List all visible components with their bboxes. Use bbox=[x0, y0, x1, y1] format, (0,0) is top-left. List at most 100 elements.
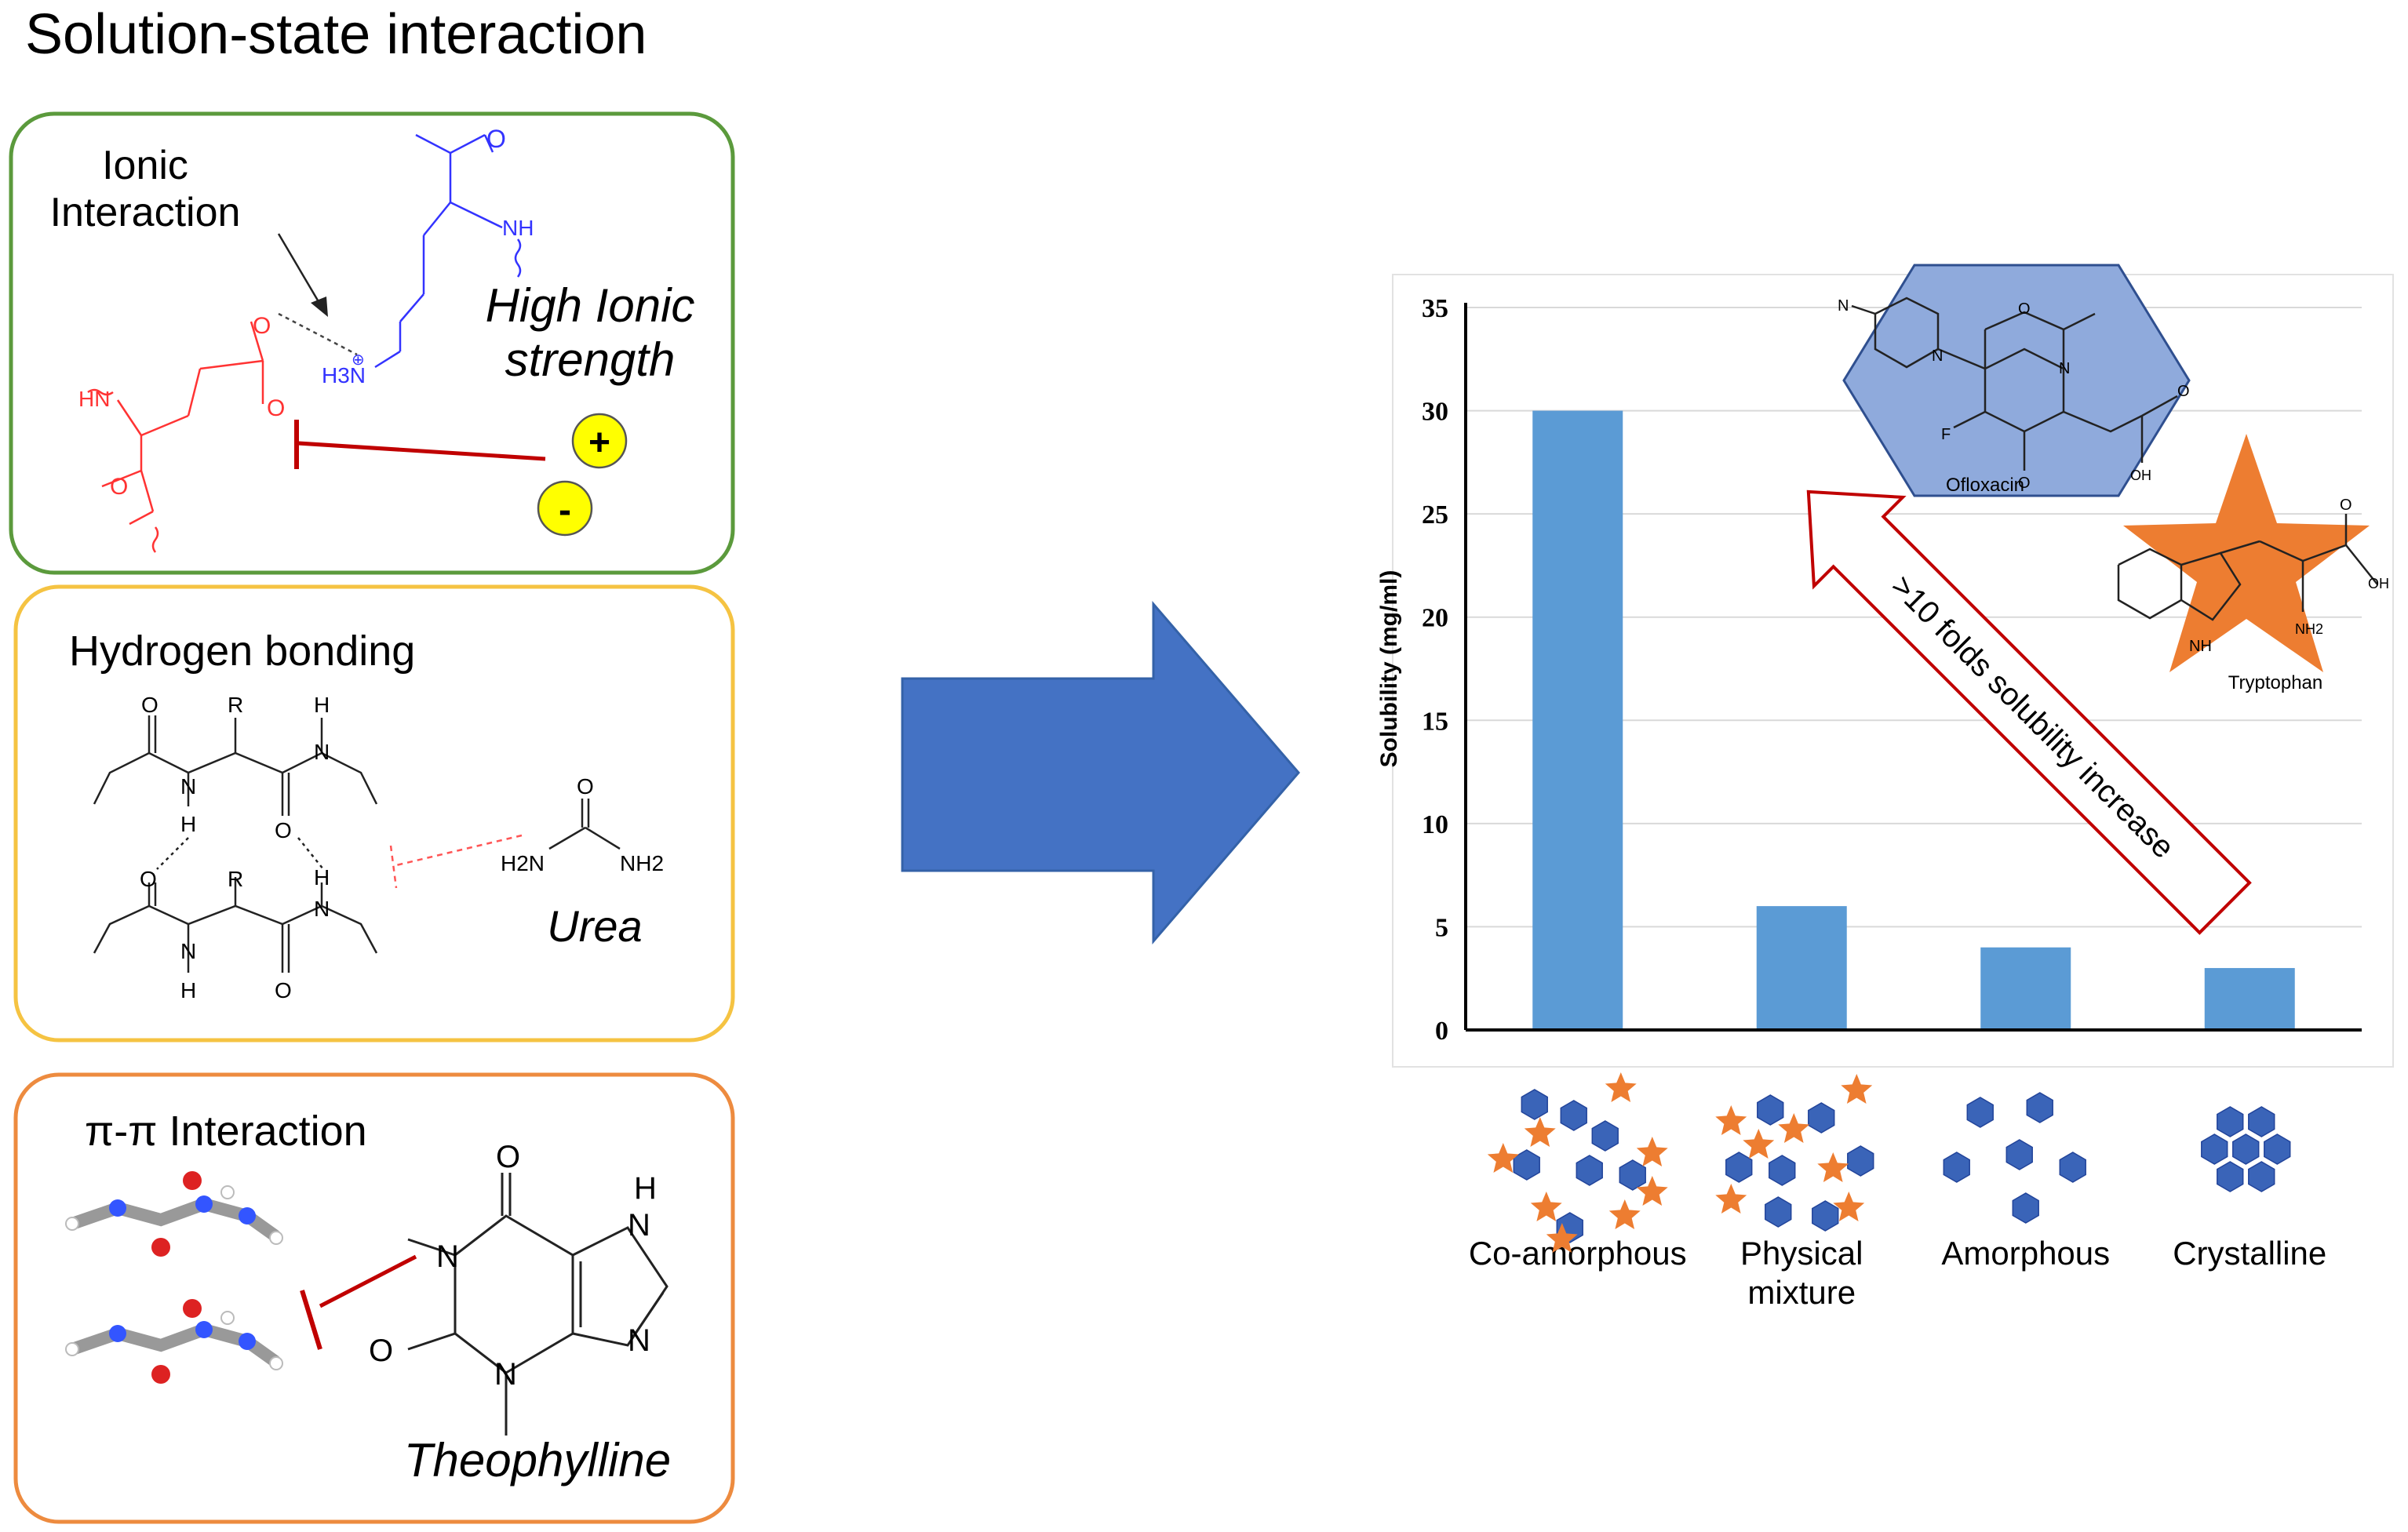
atom-nh-blue: NH bbox=[502, 216, 534, 240]
hbond-dotted-2 bbox=[297, 837, 324, 870]
ofloxacin-hexagon bbox=[1842, 264, 2191, 497]
drug-hexagon-icon bbox=[2005, 1139, 2033, 1170]
ofloxacin-atom-n-3: N bbox=[2059, 360, 2070, 377]
pipi-panel-frame bbox=[13, 1072, 735, 1524]
tryptophan-atom-oh: OH bbox=[2368, 576, 2389, 591]
drug-hexagon-icon bbox=[1812, 1200, 1839, 1232]
pipi-inhibit-bar bbox=[300, 1290, 322, 1350]
chart-frame bbox=[1392, 274, 2394, 1068]
atom-o-red-bottom: O bbox=[110, 474, 128, 500]
coformer-star-icon bbox=[1817, 1152, 1849, 1182]
coformer-star-icon bbox=[1636, 1137, 1668, 1166]
urea-atom-nh2: NH2 bbox=[620, 851, 664, 875]
drug-hexagon-icon bbox=[1619, 1159, 1646, 1191]
coformer-star-icon bbox=[1524, 1117, 1556, 1147]
theophylline-atom-n-right-bottom: N bbox=[628, 1323, 650, 1358]
drug-hexagon-icon bbox=[1943, 1152, 1970, 1183]
positive-ion bbox=[571, 413, 628, 469]
coformer-star-icon bbox=[1487, 1143, 1519, 1173]
y-tick-label: 30 bbox=[1422, 398, 1448, 427]
category-icon-cluster-0 bbox=[1487, 1072, 1668, 1253]
theophylline-atom-o-top: O bbox=[496, 1140, 520, 1174]
atom-nh3-blue: H3N bbox=[322, 363, 366, 388]
coformer-star-icon bbox=[1833, 1192, 1865, 1221]
stacked-molecule-top bbox=[65, 1171, 283, 1257]
coformer-star-icon bbox=[1605, 1072, 1637, 1102]
category-icon-cluster-3 bbox=[2201, 1106, 2291, 1192]
coformer-star-icon bbox=[1636, 1176, 1668, 1206]
drug-hexagon-icon bbox=[1725, 1152, 1753, 1183]
y-tick-label: 0 bbox=[1435, 1017, 1448, 1046]
drug-hexagon-icon bbox=[2012, 1192, 2039, 1224]
atom-h-top-left: H bbox=[180, 812, 196, 836]
coformer-star-icon bbox=[1743, 1129, 1775, 1159]
drug-hexagon-icon bbox=[1757, 1094, 1784, 1126]
solubility-increase-label: >10 folds solubility increase bbox=[1885, 569, 2181, 865]
atom-n-bottom-right: N bbox=[314, 897, 330, 921]
drug-hexagon-icon bbox=[2232, 1134, 2260, 1165]
atom-nh-red: HN bbox=[78, 387, 110, 411]
drug-hexagon-icon bbox=[1560, 1100, 1587, 1131]
hbond-dotted-1 bbox=[156, 837, 189, 870]
drug-hexagon-icon bbox=[1769, 1155, 1796, 1186]
chart-bars bbox=[1532, 410, 2295, 1030]
x-tick-label: Crystalline bbox=[2173, 1235, 2326, 1272]
drug-hexagon-icon bbox=[1591, 1120, 1619, 1152]
drug-hexagon-icon bbox=[2264, 1134, 2291, 1165]
hbond-panel-frame bbox=[13, 584, 735, 1043]
theophylline-atom-n-right-top: N bbox=[628, 1208, 650, 1243]
x-tick-label: Co-amorphous bbox=[1469, 1235, 1687, 1272]
drug-hexagon-icon bbox=[1966, 1097, 1994, 1128]
atom-o-bottom-1: O bbox=[140, 867, 157, 891]
atom-h-bottom-right: H bbox=[314, 865, 330, 890]
category-icon-cluster-1 bbox=[1715, 1074, 1874, 1232]
y-tick-label: 5 bbox=[1435, 913, 1448, 942]
bar-3 bbox=[2204, 968, 2295, 1030]
y-tick-label: 15 bbox=[1422, 707, 1448, 736]
bar-0 bbox=[1532, 410, 1623, 1030]
coformer-star-icon bbox=[1715, 1184, 1747, 1214]
ofloxacin-atom-n-1: N bbox=[1838, 297, 1849, 315]
urea-structure bbox=[548, 799, 621, 850]
peptide-backbone-bottom bbox=[93, 877, 378, 973]
atom-n-top-left: N bbox=[180, 774, 196, 799]
x-tick-label: Amorphous bbox=[1941, 1235, 2110, 1272]
theophylline-atom-h: H bbox=[634, 1171, 657, 1206]
tryptophan-atom-nh2: NH2 bbox=[2295, 621, 2323, 637]
urea-label: Urea bbox=[547, 901, 642, 951]
solubility-increase-arrow-shape bbox=[1806, 489, 2252, 935]
drug-hexagon-icon bbox=[1576, 1155, 1603, 1186]
atom-r-bottom: R bbox=[228, 867, 243, 891]
peptide-backbone-top bbox=[93, 715, 378, 816]
ofloxacin-atom-o-ring: O bbox=[2018, 300, 2031, 318]
pi-pi-interaction-label: π-π Interaction bbox=[85, 1108, 367, 1155]
y-tick-label: 20 bbox=[1422, 604, 1448, 633]
drug-hexagon-icon bbox=[2201, 1134, 2228, 1165]
coformer-star-icon bbox=[1608, 1199, 1641, 1229]
atom-o-top-1: O bbox=[141, 693, 158, 717]
coformer-star-icon bbox=[1715, 1105, 1747, 1135]
ofloxacin-structure: N N O N F O OH O Ofloxacin bbox=[1838, 264, 2191, 497]
drug-hexagon-icon bbox=[2217, 1106, 2244, 1137]
atom-o-bottom-2: O bbox=[275, 978, 292, 1003]
drug-hexagon-icon bbox=[1765, 1196, 1792, 1228]
ionic-inhibit-line bbox=[297, 441, 546, 461]
chart-category-icons bbox=[1487, 1072, 2291, 1253]
coformer-star-icon bbox=[1546, 1223, 1578, 1253]
atom-h-top-right: H bbox=[314, 693, 330, 717]
ofloxacin-label: Ofloxacin bbox=[1946, 475, 2024, 496]
atom-n-top-right: N bbox=[314, 740, 330, 764]
negative-ion bbox=[537, 480, 593, 537]
y-tick-label: 35 bbox=[1422, 294, 1448, 323]
drug-hexagon-icon bbox=[2059, 1152, 2086, 1183]
atom-charge-plus: ⊕ bbox=[352, 351, 365, 369]
ionic-contact-line bbox=[278, 312, 358, 356]
coformer-star-icon bbox=[1778, 1113, 1810, 1143]
